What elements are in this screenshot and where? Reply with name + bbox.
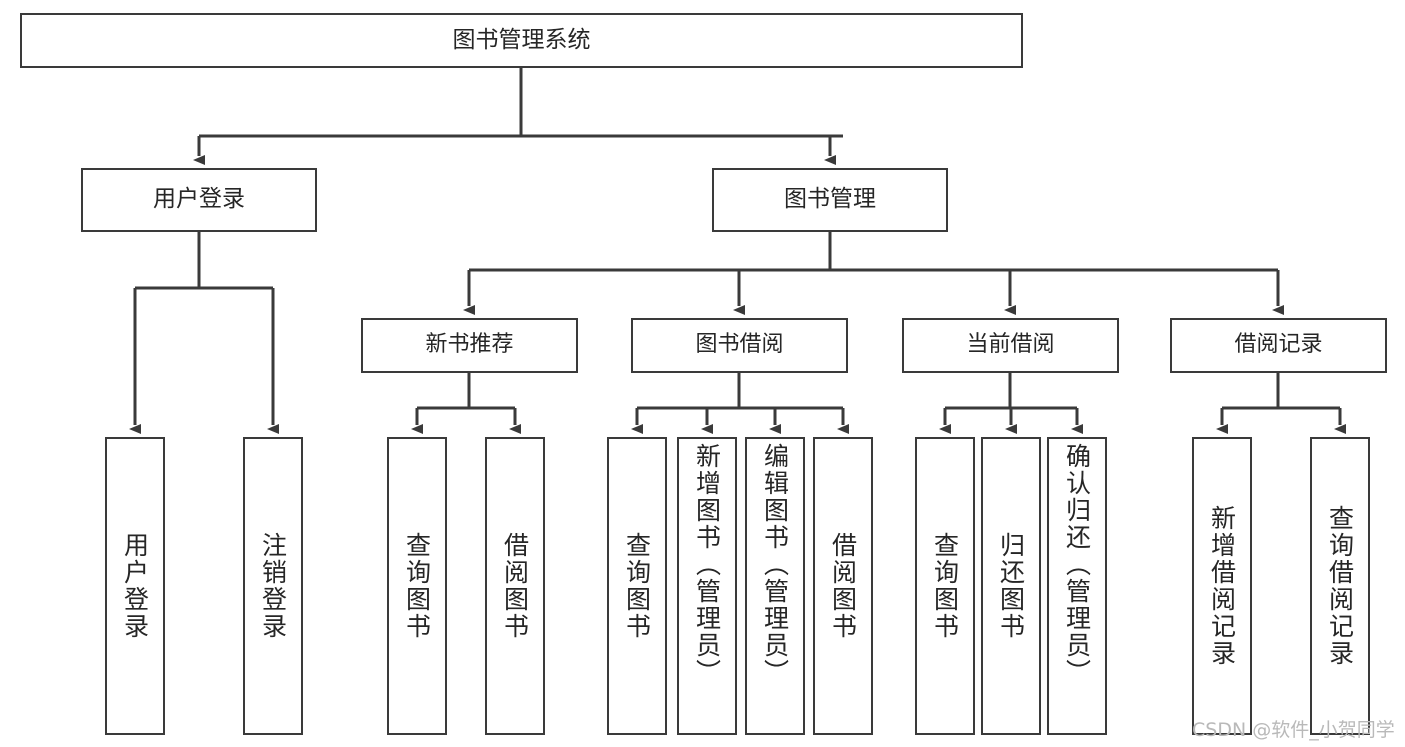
node-leaf-borrow-book-1-label: 借阅图书 bbox=[500, 532, 530, 640]
node-leaf-add-book-admin[interactable]: 新增图书（管理员） bbox=[677, 437, 737, 735]
node-user-login[interactable]: 用户登录 bbox=[81, 168, 317, 232]
node-leaf-query-borrow-record-label: 查询借阅记录 bbox=[1325, 505, 1355, 667]
node-borrow-record-label: 借阅记录 bbox=[1234, 332, 1323, 358]
node-leaf-add-book-admin-label: 新增图书（管理员） bbox=[692, 443, 722, 686]
node-leaf-query-book-1-label: 查询图书 bbox=[402, 532, 432, 640]
node-leaf-add-borrow-record[interactable]: 新增借阅记录 bbox=[1192, 437, 1252, 735]
node-root-system[interactable]: 图书管理系统 bbox=[20, 13, 1023, 68]
node-book-management-label: 图书管理 bbox=[784, 186, 876, 213]
node-current-borrow[interactable]: 当前借阅 bbox=[902, 318, 1119, 373]
node-root-label: 图书管理系统 bbox=[452, 26, 591, 53]
node-leaf-borrow-book-2-label: 借阅图书 bbox=[828, 532, 858, 640]
node-leaf-query-book-2[interactable]: 查询图书 bbox=[607, 437, 667, 735]
node-leaf-query-book-3[interactable]: 查询图书 bbox=[915, 437, 975, 735]
csdn-watermark: CSDN @软件_小贺同学 bbox=[1192, 719, 1395, 741]
node-leaf-edit-book-admin[interactable]: 编辑图书（管理员） bbox=[745, 437, 805, 735]
node-leaf-query-book-2-label: 查询图书 bbox=[622, 532, 652, 640]
node-new-book-recommend-label: 新书推荐 bbox=[425, 332, 514, 358]
node-leaf-confirm-return-admin[interactable]: 确认归还（管理员） bbox=[1047, 437, 1107, 735]
node-leaf-user-logout[interactable]: 注销登录 bbox=[243, 437, 303, 735]
node-leaf-return-book-label: 归还图书 bbox=[996, 532, 1026, 640]
node-book-management[interactable]: 图书管理 bbox=[712, 168, 948, 232]
node-leaf-query-book-1[interactable]: 查询图书 bbox=[387, 437, 447, 735]
node-user-login-label: 用户登录 bbox=[153, 186, 245, 213]
node-book-borrow[interactable]: 图书借阅 bbox=[631, 318, 848, 373]
node-leaf-return-book[interactable]: 归还图书 bbox=[981, 437, 1041, 735]
node-leaf-confirm-return-admin-label: 确认归还（管理员） bbox=[1062, 443, 1092, 686]
node-leaf-user-logout-label: 注销登录 bbox=[258, 532, 288, 640]
node-new-book-recommend[interactable]: 新书推荐 bbox=[361, 318, 578, 373]
node-leaf-borrow-book-2[interactable]: 借阅图书 bbox=[813, 437, 873, 735]
node-current-borrow-label: 当前借阅 bbox=[966, 332, 1055, 358]
node-leaf-query-borrow-record[interactable]: 查询借阅记录 bbox=[1310, 437, 1370, 735]
node-leaf-borrow-book-1[interactable]: 借阅图书 bbox=[485, 437, 545, 735]
node-borrow-record[interactable]: 借阅记录 bbox=[1170, 318, 1387, 373]
node-leaf-user-login-label: 用户登录 bbox=[120, 532, 150, 640]
node-book-borrow-label: 图书借阅 bbox=[695, 332, 784, 358]
node-leaf-query-book-3-label: 查询图书 bbox=[930, 532, 960, 640]
node-leaf-add-borrow-record-label: 新增借阅记录 bbox=[1207, 505, 1237, 667]
node-leaf-user-login[interactable]: 用户登录 bbox=[105, 437, 165, 735]
node-leaf-edit-book-admin-label: 编辑图书（管理员） bbox=[760, 443, 790, 686]
